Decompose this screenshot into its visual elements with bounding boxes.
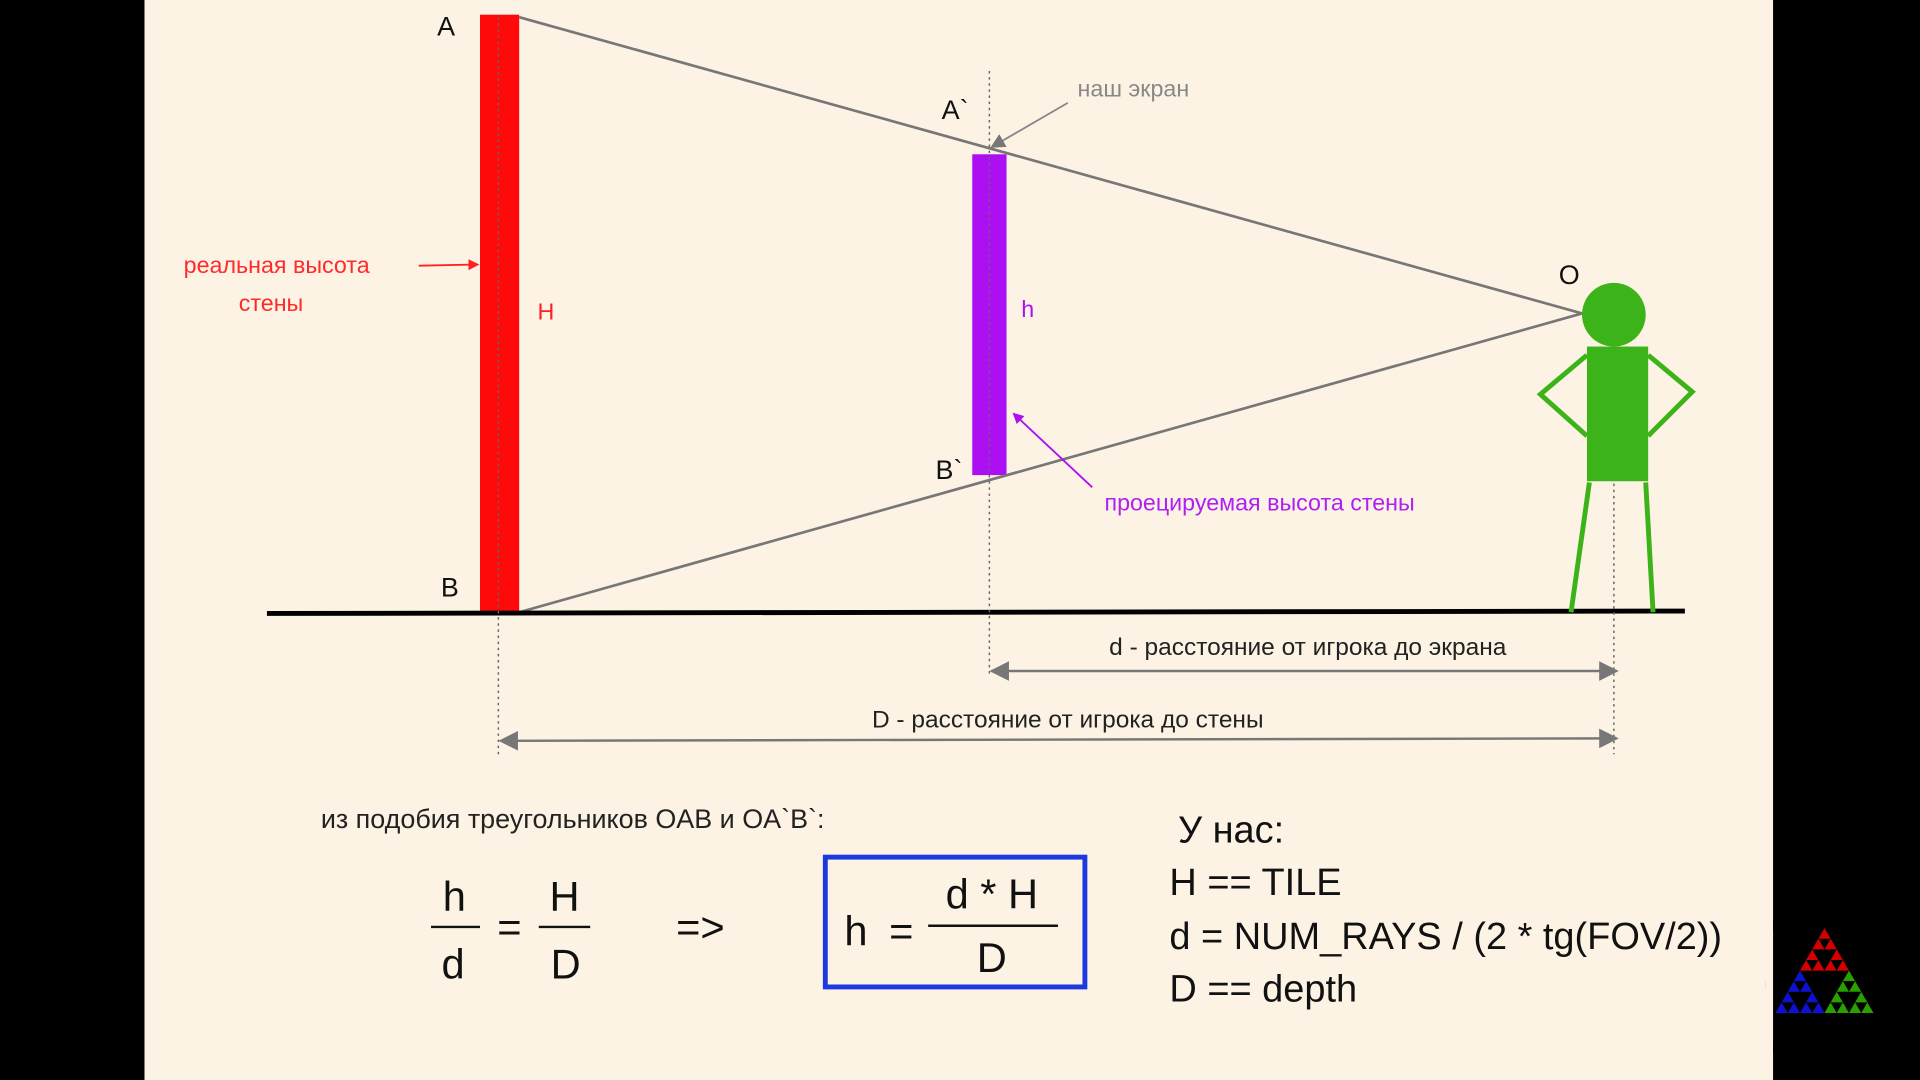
note-line-3: D == depth	[1169, 969, 1357, 1011]
logo-triangle	[1806, 949, 1819, 960]
logo-triangle	[1787, 981, 1800, 992]
ray-bottom	[518, 312, 1583, 614]
real-height-label-line1: реальная высота	[184, 252, 370, 278]
d-dimension-label: d - расстояние от игрока до экрана	[1109, 634, 1507, 661]
point-b-label: B	[441, 572, 459, 602]
logo-triangle	[1812, 959, 1825, 971]
point-b-prime-label: B`	[936, 455, 963, 485]
D-dimension-label: D - расстояние от игрока до стены	[872, 706, 1264, 733]
result-equals: =	[889, 907, 913, 954]
H-label: H	[538, 299, 555, 325]
note-line-1: H == TILE	[1169, 862, 1341, 904]
result-lhs: h	[844, 907, 867, 954]
logo-triangle	[1836, 959, 1849, 971]
logo-triangle	[1806, 991, 1819, 1003]
projected-height-arrow	[1012, 412, 1093, 489]
result-numerator: d * H	[946, 871, 1039, 918]
logo-triangle	[1800, 959, 1813, 971]
notes-title: У нас:	[1178, 809, 1284, 851]
fraction-left-denominator: d	[441, 940, 464, 987]
real-height-label-line2: стены	[239, 290, 304, 316]
logo-triangle	[1781, 991, 1794, 1003]
D-dimension-arrow	[498, 728, 1619, 751]
logo-triangle	[1824, 1002, 1837, 1013]
ground-line	[266, 608, 1685, 616]
logo-triangle	[1775, 1002, 1788, 1013]
note-line-2: d = NUM_RAYS / (2 * tg(FOV/2))	[1169, 916, 1722, 958]
logo-backdrop-mask	[1773, 918, 1920, 1054]
player-figure	[1536, 353, 1696, 613]
point-o-label: O	[1559, 260, 1580, 290]
projected-height-label: проецируемая высота стены	[1104, 490, 1414, 516]
fraction-left-numerator: h	[443, 873, 466, 920]
point-a-label: A	[437, 12, 455, 42]
logo-triangle	[1824, 938, 1837, 950]
similarity-intro: из подобия треугольников OAB и OA`B`:	[321, 804, 825, 834]
logo-triangle	[1818, 928, 1831, 939]
result-formula-box	[822, 854, 1088, 990]
fraction-right-numerator: H	[549, 873, 579, 920]
fraction-right-denominator: D	[551, 940, 581, 987]
point-a-prime-label: A`	[942, 95, 969, 125]
logo-triangle	[1842, 970, 1856, 982]
player-head	[1582, 282, 1646, 347]
player-body	[1586, 346, 1649, 482]
logo-triangle	[1836, 1002, 1849, 1013]
our-screen-pointer	[990, 102, 1069, 148]
logo-triangle	[1855, 991, 1868, 1003]
logo-triangle	[1830, 991, 1843, 1003]
implies-arrow: =>	[676, 904, 725, 951]
logo-triangle	[1800, 1002, 1813, 1013]
slide-background	[144, 0, 1774, 1080]
sierpinski-triangle-icon	[1775, 928, 1874, 1013]
real-height-arrow	[418, 259, 480, 271]
logo-triangle	[1848, 981, 1862, 992]
real-wall-bar	[480, 14, 520, 613]
h-label: h	[1021, 296, 1034, 322]
ray-top	[518, 15, 1583, 315]
slide-edge-mask	[1765, 930, 1774, 1041]
our-screen-label: наш экран	[1078, 76, 1190, 102]
logo-triangle	[1824, 959, 1837, 971]
logo-triangle	[1861, 1002, 1874, 1013]
logo-triangle	[1836, 981, 1849, 992]
result-denominator: D	[977, 934, 1007, 981]
logo-triangle	[1800, 981, 1813, 992]
logo-triangle	[1812, 938, 1825, 950]
logo-triangle	[1830, 949, 1843, 960]
fraction-equals: =	[497, 904, 521, 951]
logo-triangle	[1787, 1002, 1800, 1013]
logo-triangle	[1793, 970, 1807, 982]
logo-triangle	[1848, 1002, 1862, 1013]
logo-triangle	[1812, 1002, 1825, 1013]
